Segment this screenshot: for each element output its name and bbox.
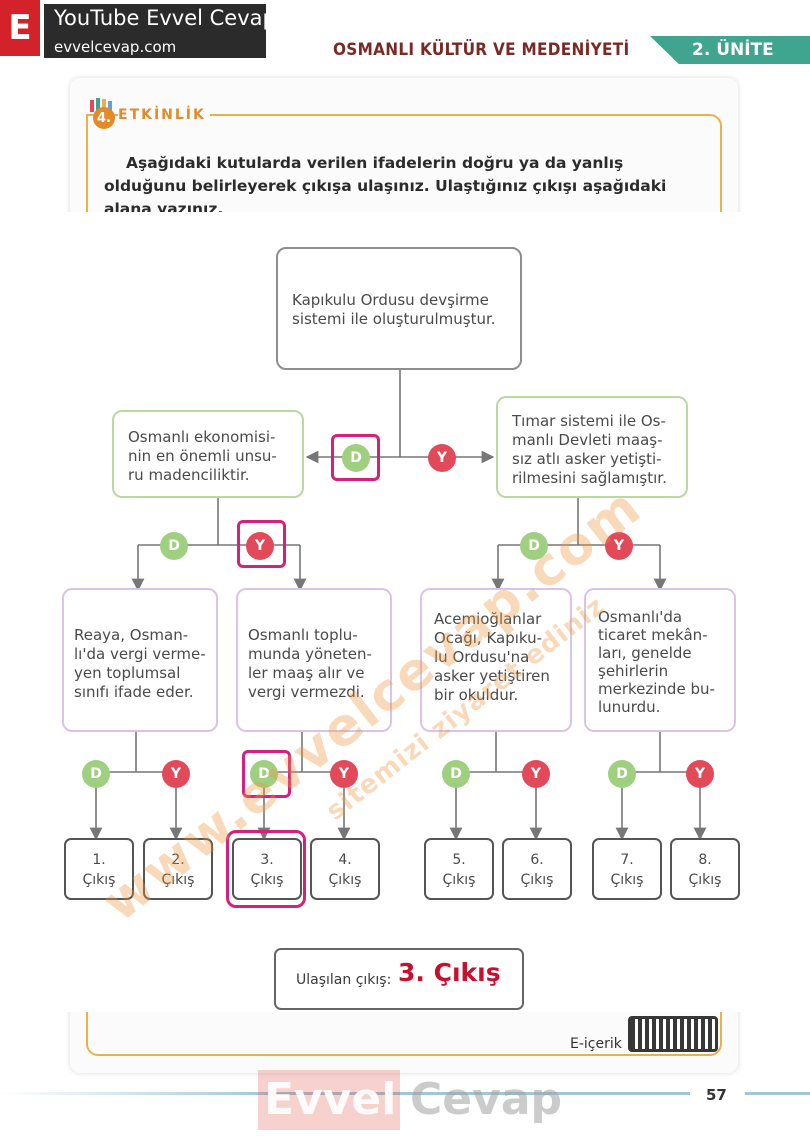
exit-label: Çıkış [82, 872, 116, 888]
false-circle: Y [605, 532, 633, 560]
false-circle: Y [686, 760, 714, 788]
unit-tab-label: 2. ÜNİTE [692, 40, 774, 60]
footer-divider [745, 1092, 810, 1095]
false-circle: Y [162, 760, 190, 788]
exit-label: Çıkış [688, 872, 722, 888]
result-label: Ulaşılan çıkış: [296, 972, 392, 988]
exit-number: 7. [620, 852, 634, 868]
true-circle: D [520, 532, 548, 560]
statement-line: lı'da vergi verme- [74, 645, 206, 663]
qr-code-icon[interactable] [628, 1016, 718, 1052]
exit-label: Çıkış [161, 872, 195, 888]
statement-line: şehirlerin [598, 662, 669, 680]
exit-box-4: 4. Çıkış [310, 838, 380, 900]
statement-line: sınıfı ifade eder. [74, 683, 194, 701]
exit-label: Çıkış [610, 872, 644, 888]
activity-badge-icon [90, 98, 112, 112]
footer-divider [0, 1092, 690, 1095]
statement-bottom-2: Osmanlı toplu- munda yöneten- ler maaş a… [236, 588, 392, 732]
statement-line: Reaya, Osman- [74, 626, 189, 644]
statement-line: Tımar sistemi ile Os- [512, 412, 666, 430]
unit-title: OSMANLI KÜLTÜR VE MEDENİYETİ [333, 40, 630, 60]
statement-line: Osmanlı'da [598, 608, 683, 626]
exit-number: 5. [452, 852, 466, 868]
statement-line: ler maaş alır ve [248, 664, 365, 682]
statement-bottom-1: Reaya, Osman- lı'da vergi verme- yen top… [62, 588, 218, 732]
statement-line: sız atlı asker yetişti- [512, 450, 662, 468]
statement-line: munda yöneten- [248, 645, 372, 663]
statement-left-mid: Osmanlı ekonomisi- nin en önemli unsu- r… [112, 410, 304, 498]
statement-line: Osmanlı toplu- [248, 626, 358, 644]
exit-box-6: 6. Çıkış [502, 838, 572, 900]
exit-box-8: 8. Çıkış [670, 838, 740, 900]
unit-tab [650, 36, 810, 64]
statement-line: Ocağı, Kapıku- [434, 629, 543, 647]
exit-label: Çıkış [520, 872, 554, 888]
exit-number: 2. [171, 852, 185, 868]
statement-line: Kapıkulu Ordusu devşirme [292, 291, 489, 309]
statement-line: yen toplumsal [74, 664, 181, 682]
page-number: 57 [706, 1086, 727, 1104]
true-circle: D [82, 760, 110, 788]
activity-number: 4. [93, 107, 115, 129]
statement-line: asker yetiştiren [434, 667, 550, 685]
result-box [274, 948, 524, 1010]
statement-right-mid: Tımar sistemi ile Os- manlı Devleti maaş… [496, 396, 688, 498]
exit-label: Çıkış [442, 872, 476, 888]
statement-line: lu Ordusu'na [434, 648, 530, 666]
activity-instructions: Aşağıdaki kutularda verilen ifadelerin d… [104, 154, 667, 218]
brand-title: YouTube Evvel Cevap [54, 6, 276, 30]
answer-highlight [331, 434, 380, 481]
statement-line: ticaret mekân- [598, 626, 708, 644]
answer-highlight [226, 830, 306, 908]
exit-box-3: 3. Çıkış [232, 838, 302, 900]
true-circle: D [160, 532, 188, 560]
watermark-evvel: Evvel [258, 1070, 400, 1130]
false-circle: Y [246, 532, 274, 560]
answer-highlight [242, 750, 291, 798]
statement-line: Acemioğlanlar [434, 610, 542, 628]
false-circle: Y [330, 760, 358, 788]
false-circle: Y [428, 444, 456, 472]
statement-top: Kapıkulu Ordusu devşirme sistemi ile olu… [276, 247, 522, 370]
statement-line: bir okuldur. [434, 686, 519, 704]
statement-line: rilmesini sağlamıştır. [512, 469, 667, 487]
true-circle: D [608, 760, 636, 788]
exit-label: Çıkış [250, 872, 284, 888]
statement-line: nin en önemli unsu- [128, 447, 277, 465]
exit-number: 3. [260, 852, 274, 868]
statement-line: ları, genelde [598, 644, 692, 662]
exit-box-5: 5. Çıkış [424, 838, 494, 900]
exit-label: Çıkış [328, 872, 362, 888]
watermark-cevap: Cevap [410, 1074, 563, 1125]
exit-number: 8. [698, 852, 712, 868]
statement-line: merkezinde bu- [598, 680, 715, 698]
e-content-label: E-içerik [570, 1036, 622, 1052]
exit-box-2: 2. Çıkış [143, 838, 213, 900]
true-circle: D [250, 760, 278, 788]
false-circle: Y [522, 760, 550, 788]
brand-banner [44, 4, 266, 58]
statement-bottom-4: Osmanlı'da ticaret mekân- ları, genelde … [584, 588, 736, 732]
result-value: 3. Çıkış [398, 958, 501, 987]
exit-number: 6. [530, 852, 544, 868]
statement-line: lunurdu. [598, 698, 661, 716]
exit-box-7: 7. Çıkış [592, 838, 662, 900]
exit-box-1: 1. Çıkış [64, 838, 134, 900]
true-circle: D [442, 760, 470, 788]
brand-url: evvelcevap.com [54, 38, 177, 56]
exit-number: 4. [338, 852, 352, 868]
statement-line: vergi vermezdi. [248, 683, 365, 701]
statement-line: manlı Devleti maaş- [512, 431, 663, 449]
brand-logo: E [0, 0, 40, 56]
activity-label: ETKİNLİK [118, 107, 210, 123]
statement-bottom-3: Acemioğlanlar Ocağı, Kapıku- lu Ordusu'n… [420, 588, 572, 732]
statement-line: ru madenciliktir. [128, 466, 250, 484]
statement-line: Osmanlı ekonomisi- [128, 428, 276, 446]
answer-highlight [237, 520, 286, 568]
exit-number: 1. [92, 852, 106, 868]
statement-line: sistemi ile oluşturulmuştur. [292, 310, 496, 328]
true-circle: D [342, 444, 370, 472]
